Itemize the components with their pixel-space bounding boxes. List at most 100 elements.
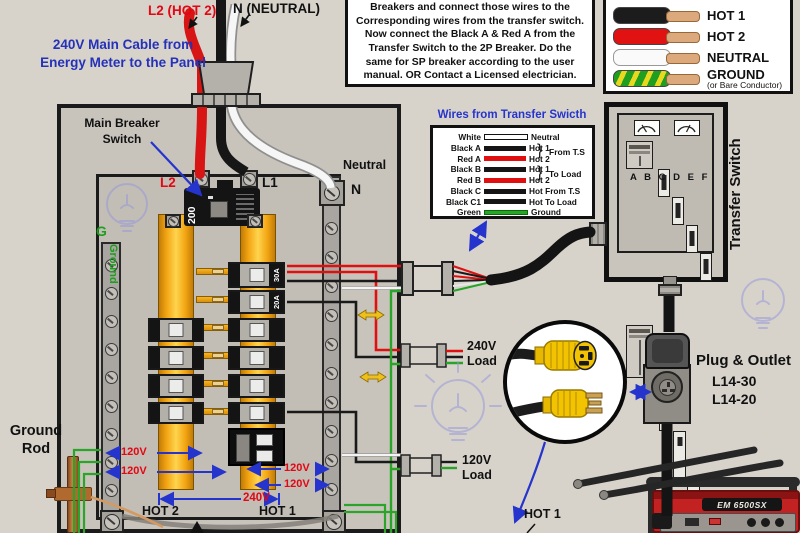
- terminal-screw: [325, 222, 338, 235]
- breaker[interactable]: [228, 346, 285, 370]
- fan-wire: [452, 275, 492, 281]
- terminal-screw: [104, 343, 118, 357]
- terminal-screw: [104, 287, 118, 301]
- outlet-receptacle[interactable]: [651, 371, 683, 403]
- hot1-pointer-line: [526, 523, 536, 533]
- conduit-collar: [401, 261, 414, 296]
- instruction-text: Breakers and connect those wires to the …: [355, 2, 585, 82]
- ts-legend-brace2: }: [537, 164, 543, 181]
- g-label: G: [96, 223, 107, 239]
- terminal-screw: [325, 280, 338, 293]
- ts-wire-name: Red A: [457, 153, 481, 164]
- ts-wire-name: Green: [457, 207, 481, 218]
- breaker[interactable]: [228, 318, 285, 342]
- ts-wire-green: [484, 210, 528, 216]
- ground-rod-label: Ground Rod: [9, 423, 63, 458]
- n-service-label: N (NEUTRAL): [233, 1, 320, 16]
- ts-wire-name: Black C: [450, 185, 481, 196]
- breaker[interactable]: [148, 318, 204, 342]
- fan-wire: [452, 265, 492, 280]
- transfer-switch-breaker[interactable]: [658, 169, 670, 197]
- terminal-screw: [325, 483, 338, 496]
- breaker[interactable]: [148, 374, 204, 398]
- breaker-30a[interactable]: [228, 262, 285, 288]
- transfer-switch-breaker[interactable]: [700, 253, 712, 281]
- breaker[interactable]: [228, 374, 285, 398]
- transfer-switch-circuit-letters: A B C D E F: [630, 172, 710, 183]
- ts-wire-name: White: [458, 132, 481, 143]
- ts-legend-group1: From T.S: [549, 147, 585, 157]
- hot1-label: HOT 1: [259, 504, 296, 518]
- terminal-screw: [104, 427, 118, 441]
- neutral-bar: [322, 176, 341, 514]
- breaker-2p[interactable]: [228, 428, 285, 466]
- hot2-label: HOT 2: [142, 504, 179, 518]
- ts-wire-redA: [484, 156, 526, 162]
- ts-legend-title: Wires from Transfer Swicth: [437, 109, 587, 121]
- breaker-20a[interactable]: [228, 290, 285, 314]
- transfer-switch-main-breaker[interactable]: [626, 141, 653, 169]
- generator-frame: [646, 477, 800, 487]
- wire-swatch-neutral: [613, 49, 700, 66]
- terminal-screw: [104, 399, 118, 413]
- terminal-screw: [104, 455, 118, 469]
- legend-neutral-label: NEUTRAL: [707, 50, 770, 65]
- plug-outlet-title: Plug & Outlet: [696, 352, 791, 369]
- ts-wire-name: Black A: [450, 142, 481, 153]
- transfer-switch-feed-cable: [485, 226, 596, 286]
- ground-rod-clamp: [54, 487, 92, 501]
- v120-label-1: 120V: [121, 446, 147, 458]
- outlet-cover[interactable]: [645, 333, 690, 369]
- ground-bottom-lug: [100, 510, 124, 533]
- terminal-screw: [104, 315, 118, 329]
- ts-legend-brace1: }: [537, 142, 543, 159]
- conduit-body: [412, 265, 443, 292]
- generator-inlet-plug: [652, 513, 672, 529]
- terminal-screw: [104, 371, 118, 385]
- ts-wire-desc: Hot 1: [529, 164, 550, 175]
- conduit-body: [409, 346, 438, 365]
- terminal-screw: [325, 425, 338, 438]
- bus-terminal: [212, 409, 224, 414]
- ts-wire-name: Red B: [457, 175, 481, 186]
- plug-model-1: L14-30: [712, 373, 757, 389]
- ts-legend-group2: To Load: [549, 169, 582, 179]
- v120-label-4: 120V: [284, 478, 310, 490]
- wire-color-legend: HOT 1 HOT 2 NEUTRAL GROUND (or Bare Cond…: [603, 0, 793, 94]
- transfer-switch-breaker[interactable]: [686, 225, 698, 253]
- cord-plug-end: [599, 490, 609, 500]
- legend-ground-label: GROUND: [707, 66, 765, 82]
- bus-screw: [247, 214, 263, 228]
- bus-terminal: [212, 269, 224, 274]
- bus-screw: [165, 214, 181, 228]
- bus-terminal: [212, 381, 224, 386]
- conduit-collar: [400, 454, 411, 477]
- ts-wire-desc: Hot 2: [529, 175, 550, 186]
- v120-label-3: 120V: [284, 462, 310, 474]
- breaker[interactable]: [228, 402, 285, 424]
- terminal-screw: [325, 454, 338, 467]
- breaker[interactable]: [148, 402, 204, 424]
- generator-control-panel: [660, 513, 796, 532]
- fan-legend-arrow: [468, 220, 488, 252]
- conduit-collar: [400, 343, 411, 368]
- breaker[interactable]: [148, 346, 204, 370]
- fan-wire: [452, 281, 492, 292]
- l2-terminal-label: L2: [160, 175, 176, 190]
- plug-model-2: L14-20: [712, 391, 757, 407]
- neutral-main-lug: [319, 180, 345, 206]
- v120-load-sub: Load: [462, 468, 492, 482]
- transfer-switch-breaker[interactable]: [672, 197, 684, 225]
- cord-plug-end: [573, 479, 583, 489]
- hot1-generator-label: HOT 1: [524, 507, 561, 521]
- ground-label: Ground: [107, 244, 119, 284]
- ground-rod-clamp-bolt: [46, 489, 56, 498]
- legend-hot1-label: HOT 1: [707, 8, 746, 23]
- ts-wire-desc: Hot To Load: [529, 196, 577, 207]
- terminal-screw: [325, 338, 338, 351]
- conduit-collar: [441, 261, 454, 296]
- terminal-screw: [325, 396, 338, 409]
- ts-wire-desc: Neutral: [531, 132, 560, 143]
- main-breaker-lug-l2: [192, 170, 210, 188]
